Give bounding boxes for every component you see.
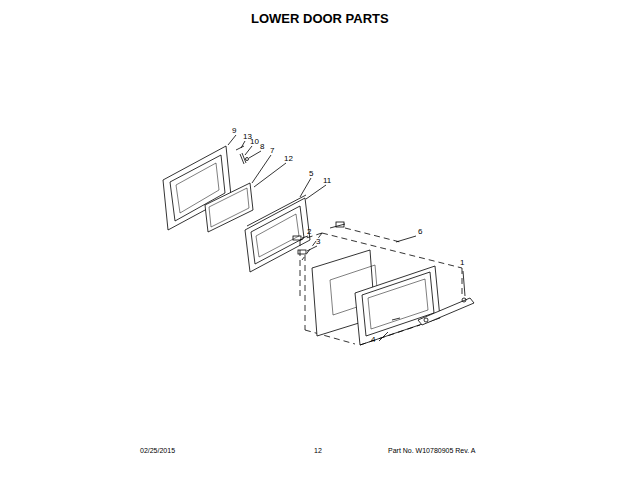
callout-number: 8 [260, 143, 264, 151]
callout-number: 10 [250, 138, 259, 146]
page-title: LOWER DOOR PARTS [251, 12, 389, 25]
footer-part-number: Part No. W10780905 Rev. A [388, 447, 475, 454]
callout-number: 4 [371, 336, 375, 344]
callout-number: 3 [316, 238, 320, 246]
callout-number: 2 [307, 228, 311, 236]
callout-number: 11 [323, 177, 331, 185]
footer-page: 12 [314, 447, 322, 454]
callout-number: 6 [418, 228, 422, 236]
callout-number: 5 [309, 170, 313, 178]
callout-number: 9 [232, 127, 236, 135]
callout-number: 1 [460, 259, 464, 267]
footer-date: 02/25/2015 [140, 447, 175, 454]
callout-number: 7 [270, 147, 274, 155]
callout-number: 12 [284, 155, 293, 163]
